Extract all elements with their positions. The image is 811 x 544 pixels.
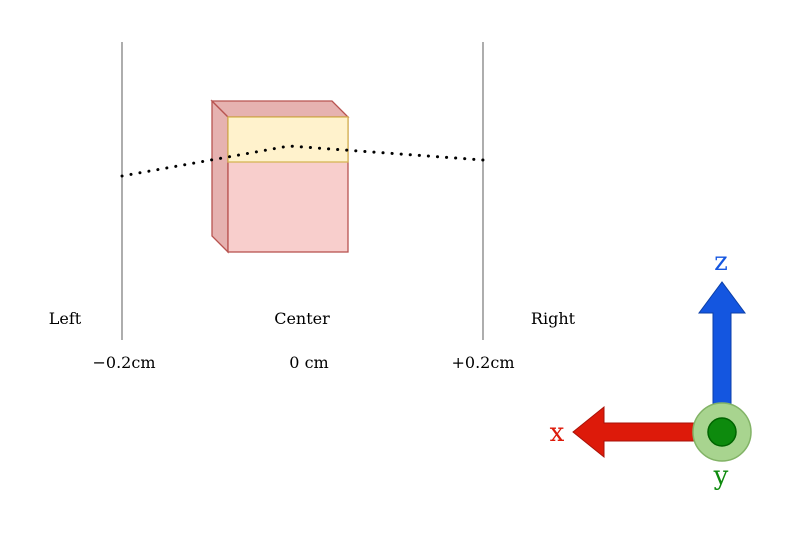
y-axis-inner-dot — [707, 417, 737, 447]
sample-block — [210, 99, 350, 254]
center-label: Center — [274, 309, 330, 328]
right-label: Right — [531, 309, 576, 328]
y-axis-label: y — [713, 461, 729, 491]
axis-triad: z x y — [550, 247, 752, 491]
tick-center: 0 cm — [289, 353, 328, 372]
tick-right: +0.2cm — [452, 353, 515, 372]
z-axis-arrow — [698, 281, 746, 406]
z-axis-label: z — [714, 247, 728, 277]
x-axis-arrow — [572, 405, 701, 459]
left-label: Left — [49, 309, 82, 328]
tick-left: −0.2cm — [93, 353, 156, 372]
block-top-face — [210, 100, 350, 118]
x-axis-label: x — [550, 418, 565, 448]
block-highlight-band — [227, 116, 349, 163]
block-side-face — [211, 99, 229, 254]
beam-path — [120, 144, 485, 178]
